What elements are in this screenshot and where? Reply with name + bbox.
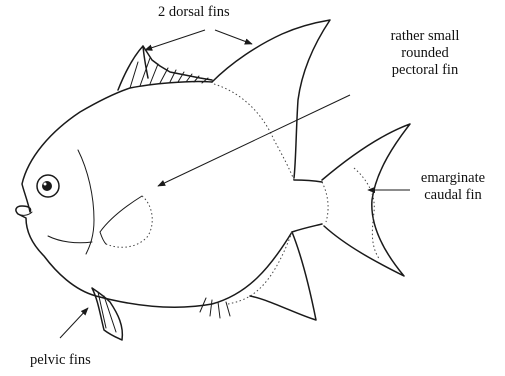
caudal-label-line-2: caudal fin [408, 187, 498, 204]
soft-dorsal-fin [212, 20, 330, 180]
caudal-fin-label: emarginate caudal fin [408, 170, 498, 204]
dorsal-arrow-1 [145, 30, 205, 50]
caudal-fin [322, 124, 410, 276]
caudal-label-line-1: emarginate [408, 170, 498, 187]
pelvic-fins-label: pelvic fins [30, 352, 91, 369]
pectoral-arrow [158, 95, 350, 186]
dorsal-fins-label: 2 dorsal fins [158, 4, 230, 21]
pectoral-fin-label: rather small rounded pectoral fin [360, 28, 490, 79]
dorsal-arrow-2 [215, 30, 252, 44]
pectoral-label-line-3: pectoral fin [360, 62, 490, 79]
pectoral-fin [100, 196, 152, 247]
fish-body [16, 81, 322, 307]
pectoral-label-line-1: rather small [360, 28, 490, 45]
pectoral-label-line-2: rounded [360, 45, 490, 62]
pelvic-arrow [60, 308, 88, 338]
fish-eye [37, 175, 59, 197]
label-arrows [60, 30, 410, 338]
